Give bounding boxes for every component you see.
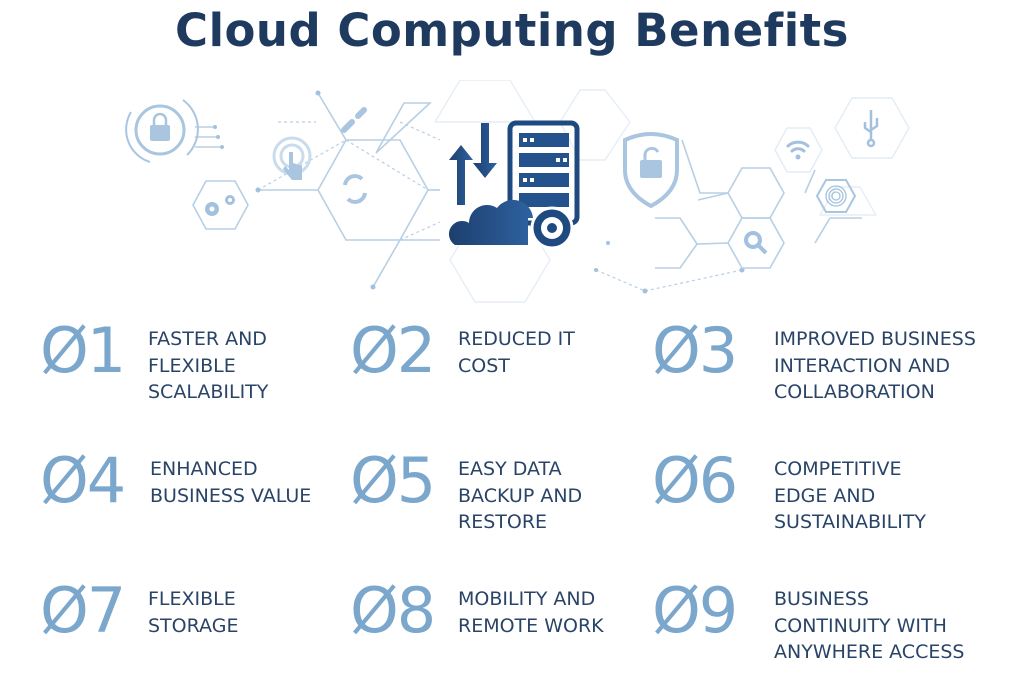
benefit-label: MOBILITY AND REMOTE WORK xyxy=(458,588,604,637)
wifi-icon xyxy=(786,140,810,153)
benefit-label: REDUCED IT COST xyxy=(458,328,575,377)
shield-lock-icon xyxy=(623,132,679,209)
benefit-number: Ø8 xyxy=(350,574,436,647)
benefit-number: Ø5 xyxy=(350,444,436,517)
benefit-label: ENHANCED BUSINESS VALUE xyxy=(150,458,312,507)
benefit-number: Ø7 xyxy=(40,574,126,647)
search-icon xyxy=(744,231,768,255)
benefit-number: Ø6 xyxy=(652,444,738,517)
benefit-label: BUSINESS CONTINUITY WITH ANYWHERE ACCESS xyxy=(774,588,965,663)
benefit-item-05: Ø5 EASY DATA BACKUP AND RESTORE xyxy=(350,450,582,536)
benefit-number: Ø2 xyxy=(350,314,436,387)
benefit-item-07: Ø7 FLEXIBLE STORAGE xyxy=(40,580,238,642)
cloud-server-icon xyxy=(448,120,580,250)
benefit-number: Ø4 xyxy=(40,444,126,517)
benefit-label: IMPROVED BUSINESS INTERACTION AND COLLAB… xyxy=(774,328,976,403)
fingerprint-icon xyxy=(825,185,847,207)
sync-icon xyxy=(343,174,367,204)
benefit-label: FLEXIBLE STORAGE xyxy=(148,588,239,637)
benefit-number: Ø1 xyxy=(40,314,126,387)
benefit-item-08: Ø8 MOBILITY AND REMOTE WORK xyxy=(350,580,604,642)
benefit-label: FASTER AND FLEXIBLE SCALABILITY xyxy=(148,328,269,403)
hero-illustration xyxy=(125,80,910,303)
benefit-number: Ø9 xyxy=(652,574,738,647)
link-icon xyxy=(341,107,367,133)
benefit-label: COMPETITIVE EDGE AND SUSTAINABILITY xyxy=(774,458,927,533)
benefit-label: EASY DATA BACKUP AND RESTORE xyxy=(458,458,583,533)
usb-icon xyxy=(863,110,879,148)
benefit-number: Ø3 xyxy=(652,314,738,387)
page-title: Cloud Computing Benefits xyxy=(175,4,849,57)
benefit-item-03: Ø3 IMPROVED BUSINESS INTERACTION AND COL… xyxy=(652,320,976,406)
padlock-icon xyxy=(125,99,199,163)
benefit-item-06: Ø6 COMPETITIVE EDGE AND SUSTAINABILITY xyxy=(652,450,926,536)
benefit-item-02: Ø2 REDUCED IT COST xyxy=(350,320,575,382)
benefit-item-09: Ø9 BUSINESS CONTINUITY WITH ANYWHERE ACC… xyxy=(652,580,964,666)
benefit-item-04: Ø4 ENHANCED BUSINESS VALUE xyxy=(40,450,311,512)
benefit-item-01: Ø1 FASTER AND FLEXIBLE SCALABILITY xyxy=(40,320,268,406)
